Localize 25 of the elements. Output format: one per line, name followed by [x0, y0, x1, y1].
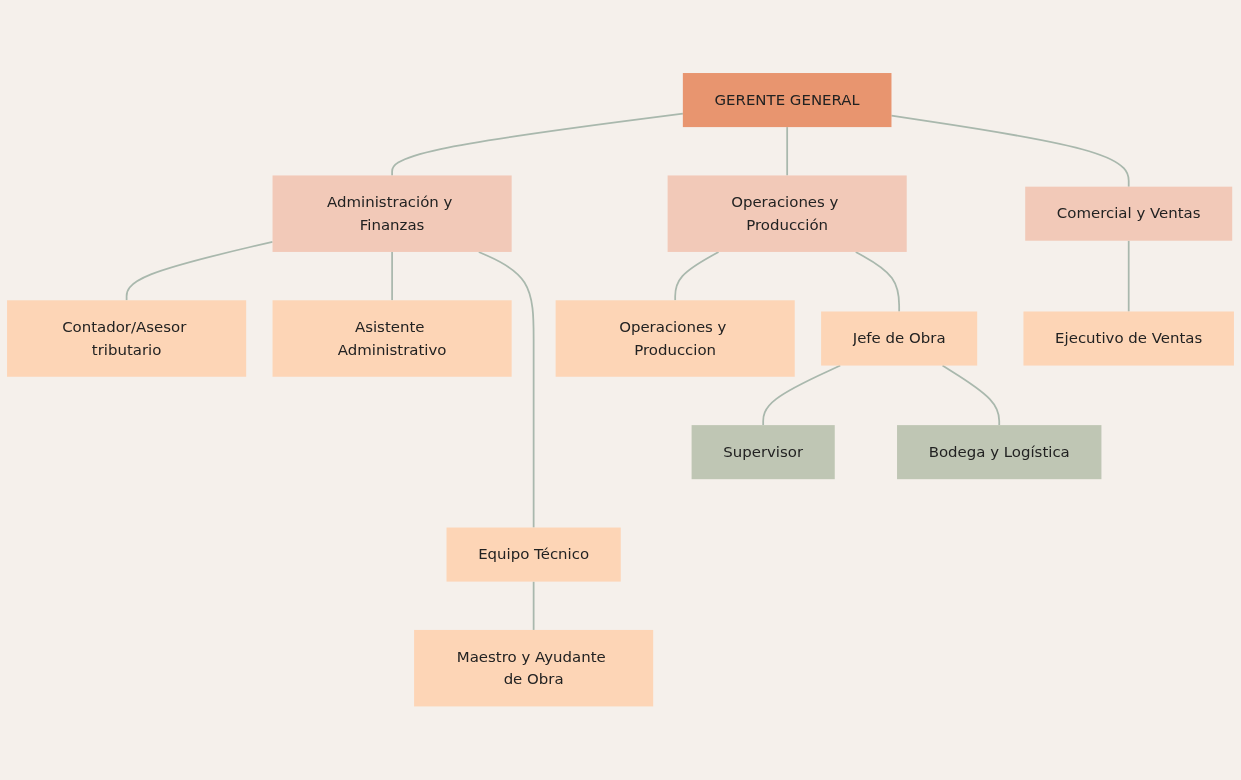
- connector: [854, 251, 901, 313]
- connector: [762, 364, 842, 427]
- connector: [674, 251, 720, 302]
- node-box: Administración y Finanzas: [272, 175, 512, 253]
- node-box: Operaciones y Produccion: [555, 300, 795, 378]
- node-box: Operaciones y Producción: [667, 175, 907, 253]
- connector: [391, 251, 393, 302]
- connector: [125, 241, 274, 302]
- node-box: Equipo Técnico: [446, 527, 621, 582]
- node-box: Ejecutivo de Ventas: [1023, 311, 1234, 366]
- connector: [477, 251, 535, 529]
- node-box: Contador/Asesor tributario: [7, 300, 247, 378]
- connector: [786, 126, 789, 177]
- connector: [890, 115, 1130, 188]
- node-box: Maestro y Ayudante de Obra: [414, 630, 654, 707]
- node-box: Supervisor: [691, 425, 835, 480]
- node-box: Jefe de Obra: [821, 311, 978, 366]
- node-box: GERENTE GENERAL: [682, 73, 892, 128]
- node-box: Bodega y Logística: [897, 425, 1102, 480]
- connector: [391, 112, 684, 177]
- node-box: Comercial y Ventas: [1025, 186, 1233, 241]
- connector: [1127, 240, 1130, 313]
- connector: [941, 364, 1001, 427]
- connector: [532, 581, 535, 632]
- node-box: Asistente Administrativo: [272, 300, 512, 378]
